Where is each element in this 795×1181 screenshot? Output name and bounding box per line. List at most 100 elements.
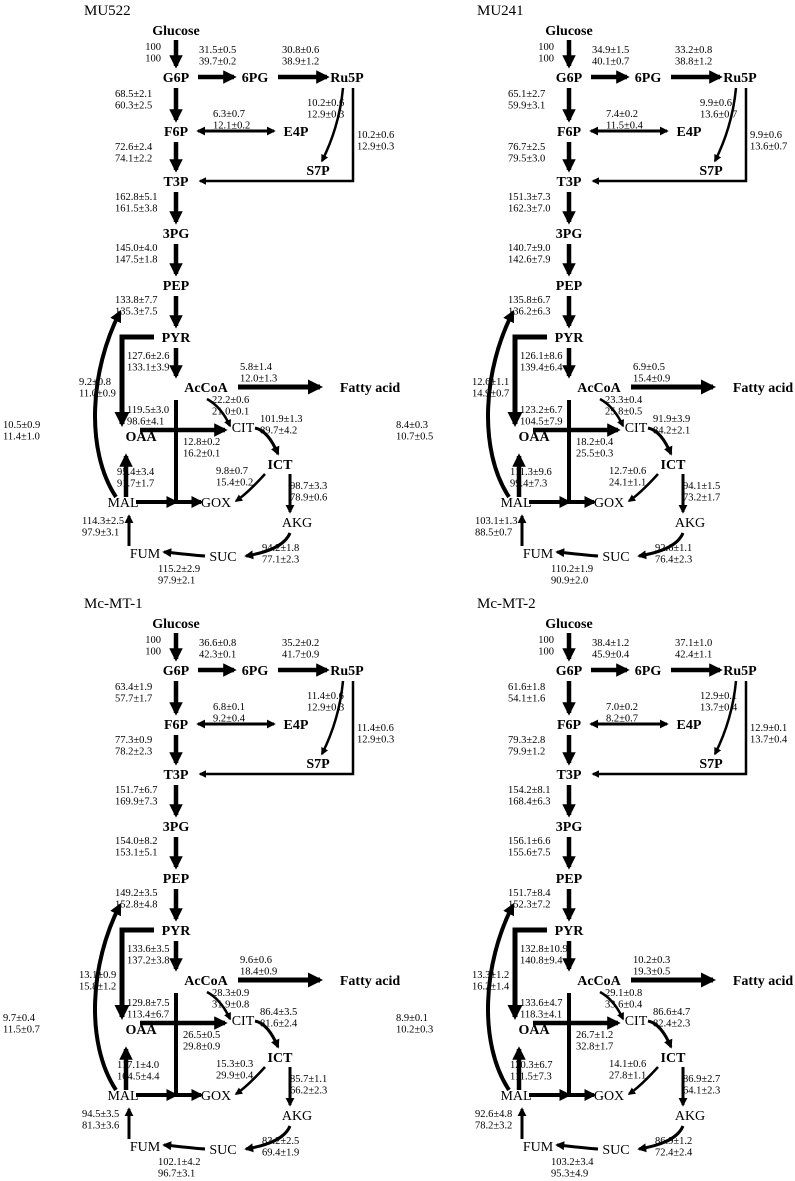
flux-gox-mal-1: 26.5±0.5 (183, 1030, 220, 1041)
arrow-cit-ict (647, 1019, 673, 1049)
flux-akg-suc-1: 86.9±1.2 (655, 1136, 692, 1147)
metabolite-f6p: F6P (164, 718, 189, 733)
panel-title: Mc-MT-2 (477, 596, 536, 612)
flux-mal-pyr-2: 10.2±0.3 (396, 1025, 433, 1036)
flux-f6p-t3p-1: 79.3±2.8 (508, 735, 545, 746)
flux-accoa-fa-1: 10.2±0.3 (633, 955, 670, 966)
metabolite-g6p: G6P (556, 664, 583, 679)
flux-accoa-cit-2: 21.0±0.1 (212, 407, 249, 418)
flux-mal-pyr-1: 8.4±0.3 (396, 420, 428, 431)
flux-pyr-oaa-1: 13.1±0.9 (79, 970, 116, 981)
flux-f6p-t3p-1: 77.3±0.9 (115, 735, 152, 746)
metabolite-e4p: E4P (284, 125, 309, 140)
metabolite-fum: FUM (130, 1140, 161, 1155)
flux-pyr-oaa-1: 13.3±1.2 (472, 970, 509, 981)
flux-accoa-cit-1: 29.1±0.8 (605, 988, 642, 999)
metabolite-t3p: T3P (557, 175, 582, 190)
metabolite-pep: PEP (163, 872, 190, 887)
flux-ict-akg-1: 85.7±1.1 (290, 1074, 327, 1085)
flux-f6p-e4p-2: 8.2±0.7 (606, 714, 638, 725)
arrow-ict-gox (234, 1066, 266, 1096)
metabolite-suc: SUC (209, 1143, 236, 1158)
arrow-cit-ict (647, 426, 673, 456)
flux-pyr-oaa-2: 16.2±1.4 (472, 982, 510, 993)
metabolite-cit: CIT (625, 421, 648, 436)
flux-pg3-pep-1: 156.1±6.6 (508, 836, 551, 847)
arrow-pyr-oaa (507, 334, 547, 427)
flux-fum-mal-2: 81.3±3.6 (82, 1121, 119, 1132)
flux-g6p-f6p-2: 60.3±2.5 (115, 101, 152, 112)
flux-ru5p-t3p-1: 10.2±0.6 (357, 130, 394, 141)
metabolite-e4p: E4P (677, 125, 702, 140)
metabolite-t3p: T3P (164, 768, 189, 783)
arrow-cit-ict (254, 1019, 280, 1049)
metabolite-akg: AKG (282, 1109, 312, 1124)
flux-glc-g6p-1: 100 (145, 42, 161, 53)
flux-g6p-6pg-1: 31.5±0.5 (199, 45, 236, 56)
flux-g6p-f6p-2: 54.1±1.6 (508, 694, 545, 705)
flux-ru5p-t3p-2: 12.9±0.3 (357, 735, 394, 746)
flux-oaa-cit-2: 98.6±4.1 (127, 417, 164, 428)
flux-accoa-fa-1: 5.8±1.4 (240, 362, 273, 373)
flux-pg-ru5p-1: 30.8±0.6 (282, 45, 319, 56)
flux-glc-g6p-2: 100 (538, 54, 554, 65)
arrow-accoa-cit (599, 397, 625, 428)
metabolite-pyr: PYR (162, 331, 192, 346)
flux-accoa-cit-1: 28.3±0.9 (212, 988, 249, 999)
flux-ict-gox-2: 24.1±1.1 (609, 478, 646, 489)
metabolite-ict: ICT (268, 458, 294, 473)
flux-ru5p-s7p-1: 12.9±0.1 (700, 691, 737, 702)
flux-ru5p-s7p-1: 9.9±0.6 (700, 98, 732, 109)
panel-title: MU522 (84, 3, 131, 19)
metabolite-cit: CIT (232, 1014, 255, 1029)
metabolite-oaa: OAA (518, 1023, 550, 1038)
flux-glc-g6p-2: 100 (538, 647, 554, 658)
flux-ict-gox-1: 15.3±0.3 (216, 1059, 253, 1070)
flux-ict-gox-2: 15.4±0.2 (216, 478, 253, 489)
metabolite-mal: MAL (107, 1089, 138, 1104)
flux-f6p-t3p-2: 79.9±1.2 (508, 747, 545, 758)
arrow-pyr-oaa (114, 334, 154, 427)
flux-pep-pyr-2: 152.3±7.2 (508, 900, 551, 911)
metabolite-s7p: S7P (306, 164, 330, 179)
arrow-suc-fum (162, 548, 206, 558)
flux-f6p-t3p-2: 78.2±2.3 (115, 747, 152, 758)
metabolite-glucose: Glucose (152, 617, 199, 632)
arrow-ict-gox (234, 473, 266, 503)
flux-glc-g6p-2: 100 (145, 54, 161, 65)
flux-ict-akg-1: 94.1±1.5 (683, 481, 720, 492)
flux-oaa-cit-1: 129.8±7.5 (127, 998, 170, 1009)
flux-mal-pyr-2: 11.5±0.7 (3, 1025, 40, 1036)
flux-pyr-oaa-2: 15.8±1.2 (79, 982, 116, 993)
flux-glc-g6p-1: 100 (145, 635, 161, 646)
arrow-ru5p-s7p (320, 87, 345, 163)
metabolite-fum: FUM (130, 547, 161, 562)
flux-cit-ict-2: 89.7±4.2 (260, 426, 297, 437)
flux-ru5p-t3p-2: 12.9±0.3 (357, 142, 394, 153)
metabolite-e4p: E4P (284, 718, 309, 733)
flux-mal-pyr-2: 10.7±0.5 (396, 432, 433, 443)
flux-glc-g6p-2: 100 (145, 647, 161, 658)
flux-gox-mal-1: 26.7±1.2 (576, 1030, 613, 1041)
flux-mal-oaa-2: 91.7±1.7 (117, 479, 154, 490)
metabolite-e4p: E4P (677, 718, 702, 733)
metabolite-ict: ICT (661, 458, 687, 473)
flux-f6p-e4p-1: 6.8±0.1 (213, 702, 245, 713)
flux-pyr-accoa-2: 137.2±3.8 (127, 956, 170, 967)
arrow-suc-fum (555, 1141, 599, 1151)
flux-oaa-cit-1: 133.6±4.7 (520, 998, 563, 1009)
arrow-ru5p-s7p (320, 680, 345, 756)
arrow-ru5p-t3p (591, 88, 748, 185)
metabolite-akg: AKG (675, 1109, 705, 1124)
flux-pg3-pep-2: 142.6±7.9 (508, 255, 551, 266)
metabolite-gox: GOX (201, 1089, 231, 1104)
metabolite-gox: GOX (594, 1089, 624, 1104)
flux-g6p-f6p-1: 65.1±2.7 (508, 89, 545, 100)
flux-pyr-accoa-2: 139.4±6.4 (520, 363, 563, 374)
metabolite-fatty: Fatty acid (340, 381, 400, 396)
metabolite-pg6: 6PG (242, 664, 269, 679)
flux-g6p-6pg-2: 39.7±0.2 (199, 57, 236, 68)
flux-f6p-e4p-1: 7.0±0.2 (606, 702, 638, 713)
